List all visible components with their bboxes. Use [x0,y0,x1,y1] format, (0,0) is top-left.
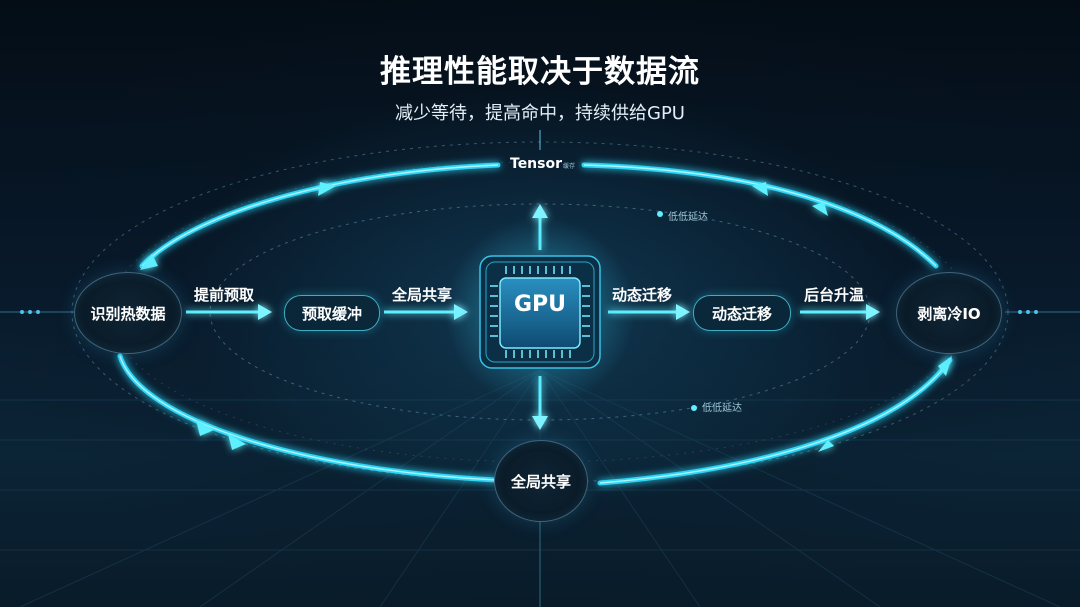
edge-label-prefetch: 提前预取 [194,286,255,304]
ring-arrow-top-right-2 [812,202,828,216]
ring-arrow-bottom-right-1 [818,440,834,452]
node-dynamic-migration: 动态迁移 [693,295,791,331]
ring-arrow-bottom-left-2 [228,434,246,450]
edge-label-dynamic-migration: 动态迁移 [612,286,673,304]
gpu-label: GPU [514,292,567,317]
page-title: 推理性能取决于数据流 [380,54,700,90]
node-prefetch-cache: 预取缓冲 [284,295,380,331]
ring-arc-top-right [581,162,939,269]
annotation-low-latency-top: 低低延达 [668,212,708,223]
node-strip-cold-io: 剥离冷IO [896,272,1002,354]
ring-arc-bottom-left [117,353,499,483]
node-identify-hot-data: 识别热数据 [74,272,182,354]
arrow-to-prefetch-cache [258,304,272,320]
ring-arrow-top-left-1 [318,182,336,196]
arrow-up-to-tensor [532,204,548,218]
tensor-label-text: Tensor [510,156,563,172]
gpu-chip [479,255,601,369]
arrow-to-migration [676,304,690,320]
ring-arrow-bottom-left-1 [196,420,214,436]
left-dots-decor [20,310,40,314]
ring-arrow-bottom-right-2 [938,356,952,376]
ring-arrow-top-left-2 [140,254,158,270]
ring-arrowheads [140,182,952,452]
arrow-to-strip-io [866,304,880,320]
ring-arrow-top-right-1 [752,182,768,196]
tensor-label-suffix: 缓存 [563,163,576,170]
edge-label-global-share: 全局共享 [392,286,453,304]
tensor-label: Tensor缓存 [510,156,575,172]
edge-label-background-warmup: 后台升温 [804,286,865,304]
right-dots-decor [1018,310,1038,314]
page-subtitle: 减少等待，提高命中，持续供给GPU [395,103,685,124]
node-global-share-bottom: 全局共享 [494,440,588,522]
arrow-down-to-share [532,416,548,430]
annotation-low-latency-bottom: 低低延达 [702,403,742,414]
ring-arc-top-left [139,162,501,269]
